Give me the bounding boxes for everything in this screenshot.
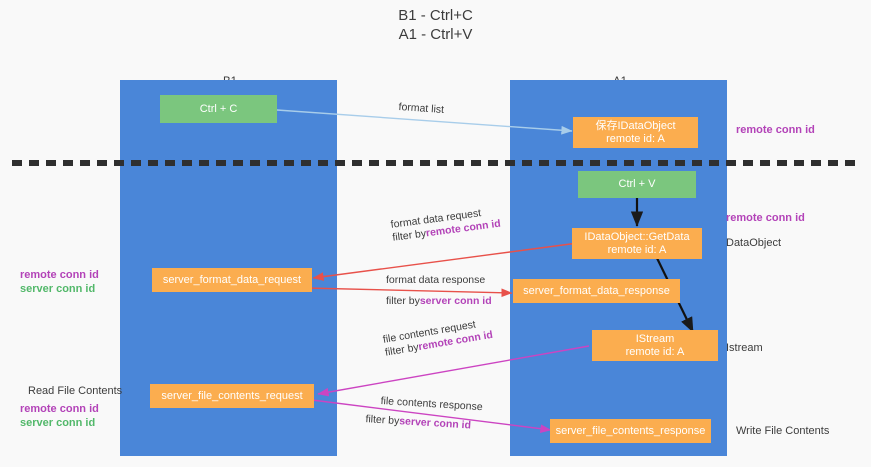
node-istream[interactable]: IStream remote id: A bbox=[592, 330, 718, 361]
diagram-title: B1 - Ctrl+C A1 - Ctrl+V bbox=[0, 6, 871, 44]
arrow-file-contents-response bbox=[311, 399, 552, 433]
label-dataobject: DataObject bbox=[726, 237, 782, 249]
label-istream: Istream bbox=[726, 342, 763, 354]
title-line-1: B1 - Ctrl+C bbox=[398, 7, 473, 24]
label-server-conn-id-left: server conn id bbox=[20, 283, 96, 295]
flow-label-format-list-text: format list bbox=[398, 101, 445, 116]
title-line-2: A1 - Ctrl+V bbox=[398, 26, 473, 43]
node-server-file-contents-response[interactable]: server_file_contents_response bbox=[550, 419, 711, 443]
label-remote-conn-id-top: remote conn id bbox=[736, 124, 815, 136]
arrow-format-data-response bbox=[305, 287, 513, 298]
node-server-format-data-response[interactable]: server_format_data_response bbox=[513, 279, 680, 303]
node-server-format-data-request[interactable]: server_format_data_request bbox=[152, 268, 312, 292]
label-read-file-contents: Read File Contents bbox=[28, 385, 123, 397]
node-ctrl-v[interactable]: Ctrl + V bbox=[578, 171, 696, 198]
flow-label-format-data-response: format data response filter by server co… bbox=[386, 274, 492, 308]
node-ctrl-c[interactable]: Ctrl + C bbox=[160, 95, 277, 123]
node-server-file-contents-request[interactable]: server_file_contents_request bbox=[150, 384, 314, 408]
label-remote-conn-id-mid: remote conn id bbox=[726, 212, 805, 224]
label-write-file-contents: Write File Contents bbox=[736, 425, 830, 437]
label-server-conn-id-left-2: server conn id bbox=[20, 417, 96, 429]
arrow-file-contents-request bbox=[317, 345, 590, 397]
arrow-format-list bbox=[276, 109, 573, 135]
flow-prefix: filter by bbox=[386, 295, 420, 307]
flow-accent-server: server conn id bbox=[419, 295, 492, 307]
label-remote-conn-id-left: remote conn id bbox=[20, 269, 99, 281]
label-remote-conn-id-left-2: remote conn id bbox=[20, 403, 99, 415]
node-store-idataobject[interactable]: 保存IDataObject remote id: A bbox=[573, 117, 698, 148]
node-idataobject-getdata[interactable]: IDataObject::GetData remote id: A bbox=[572, 228, 702, 259]
flow-label-format-data-response-line1: format data response bbox=[386, 274, 486, 286]
flow-prefix: filter by bbox=[365, 413, 400, 428]
flow-label-format-data-response-line2: filter by server conn id bbox=[386, 295, 492, 308]
flow-label-file-contents-response: file contents response filter by server … bbox=[365, 395, 483, 433]
arrow-format-data-request bbox=[312, 242, 579, 281]
